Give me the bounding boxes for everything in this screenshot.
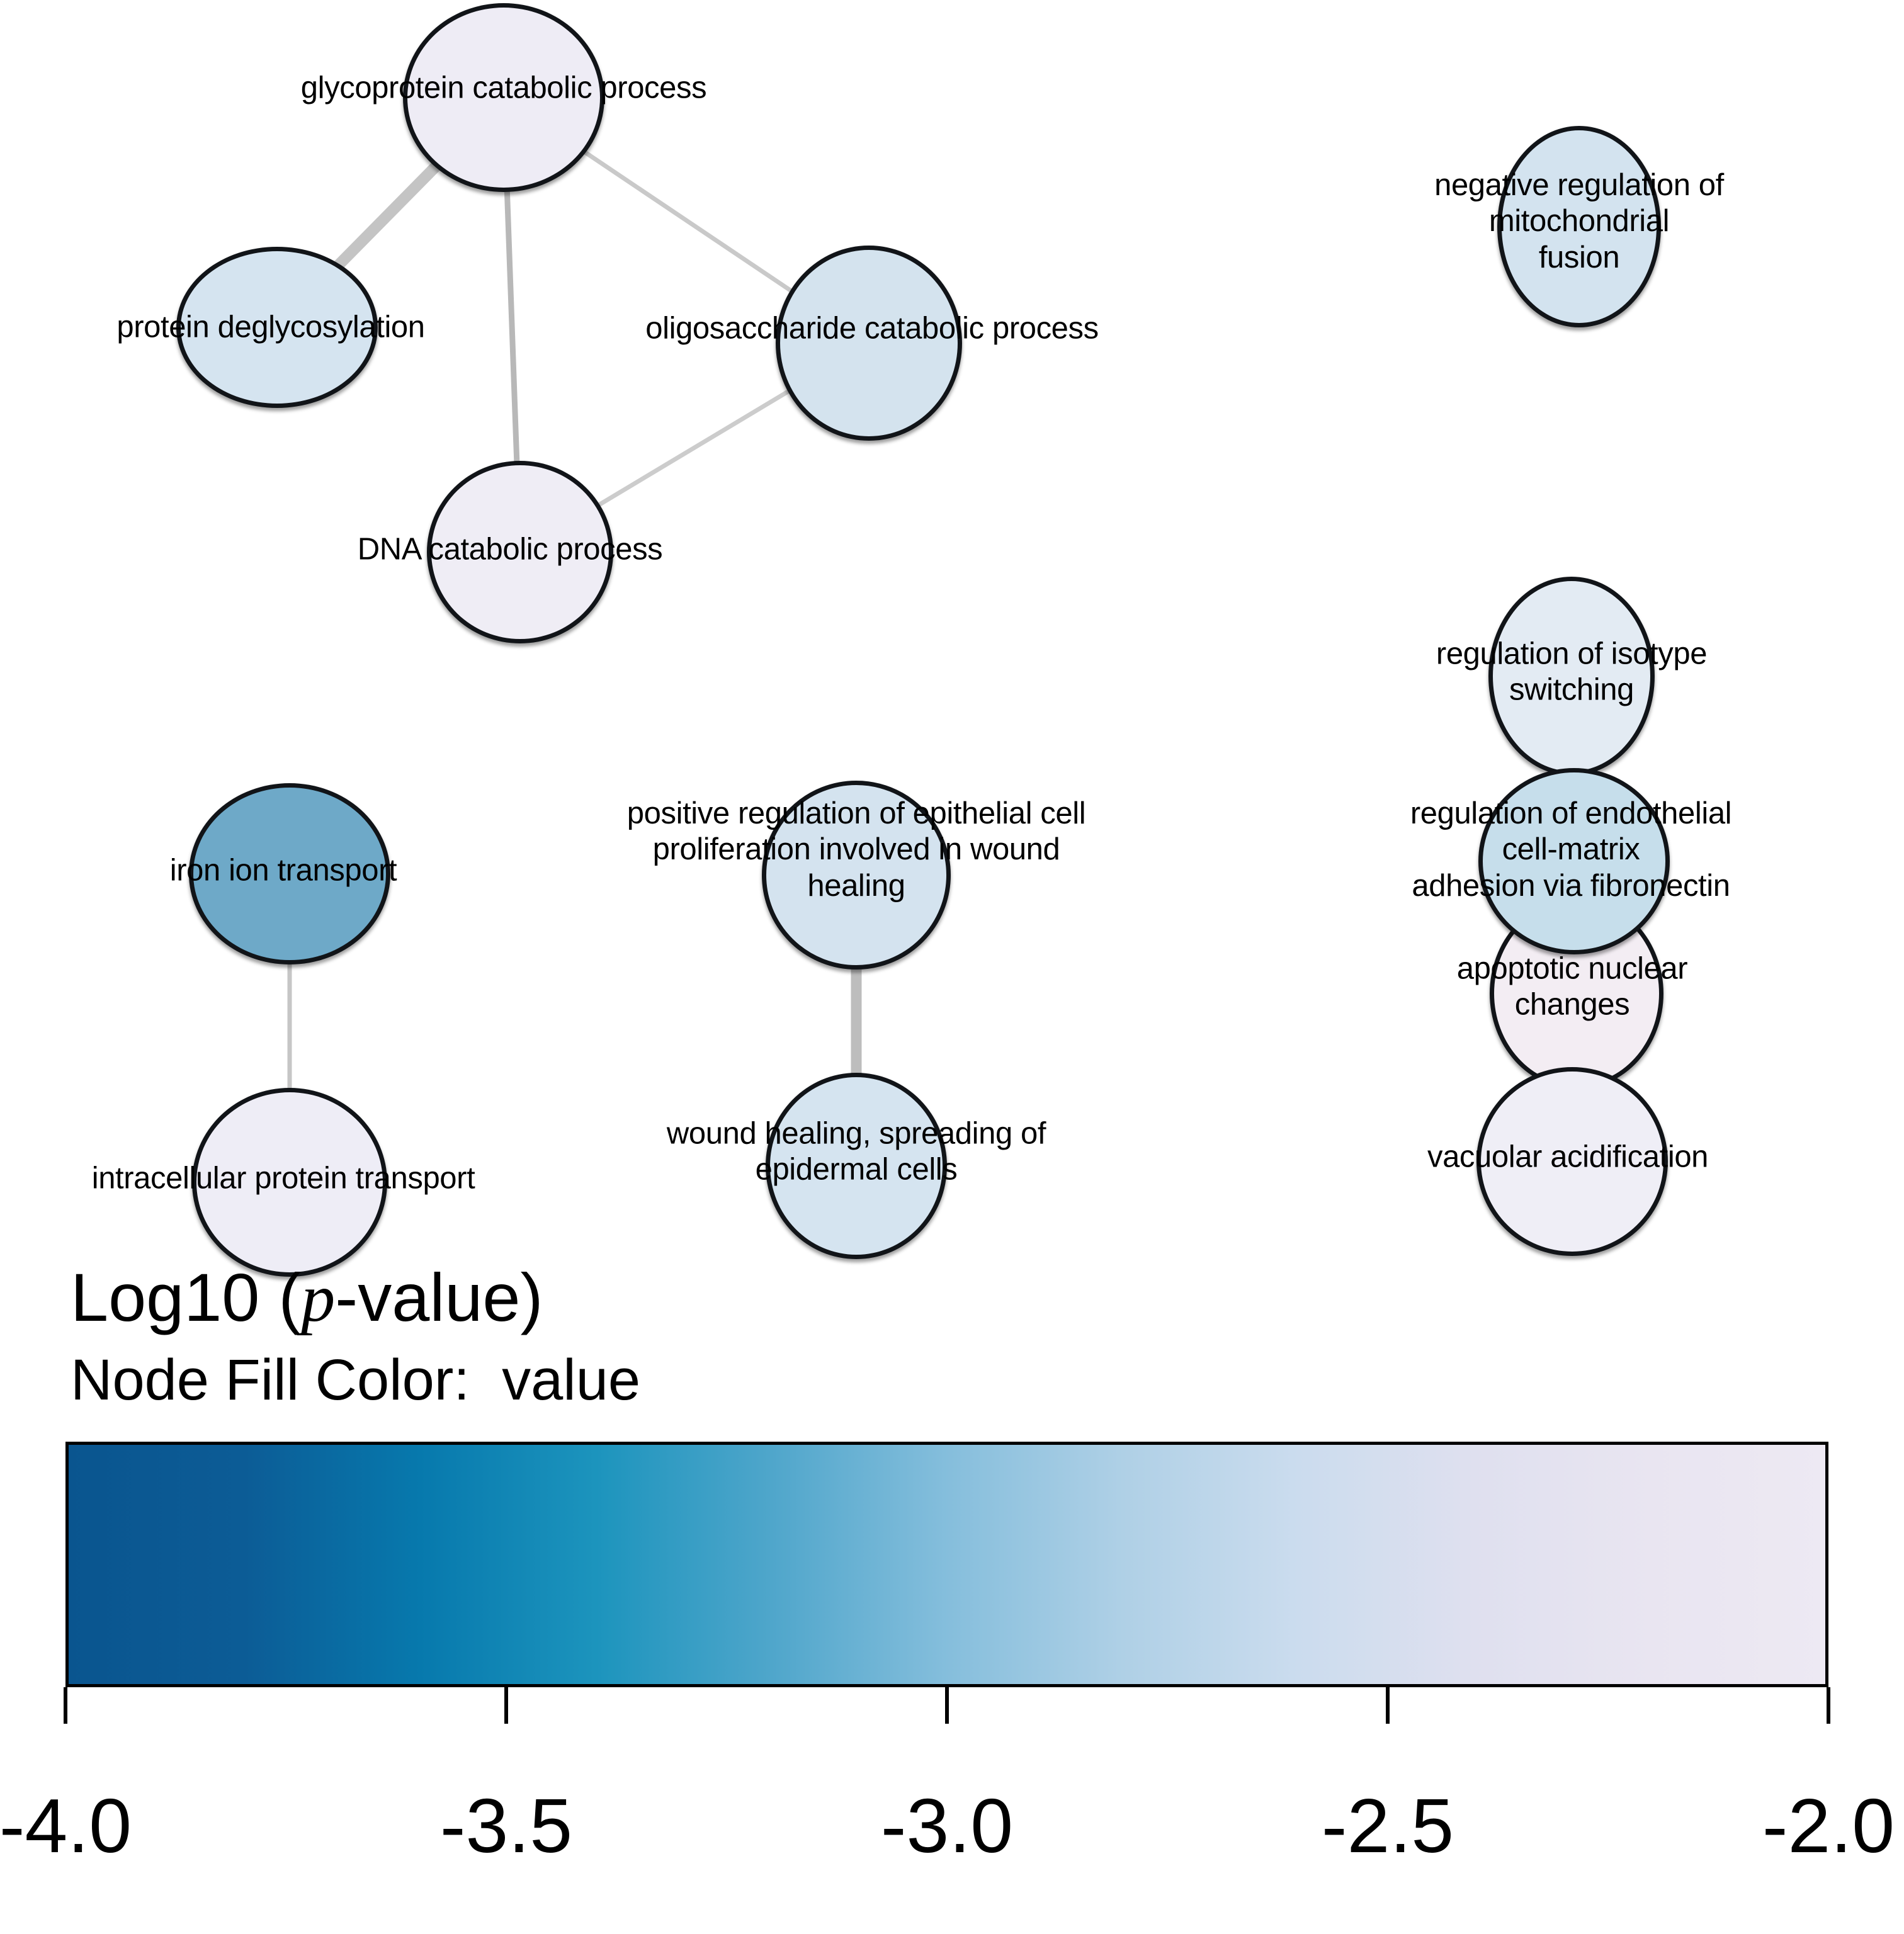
legend-subtitle: Node Fill Color: value <box>71 1348 641 1412</box>
axis-tick-label: -4.0 <box>0 1783 132 1869</box>
network-node-dna-catabolic-process[interactable] <box>427 461 613 643</box>
axis-tick <box>1827 1687 1830 1724</box>
network-node-regulation-of-isotype-switching[interactable] <box>1488 577 1655 776</box>
network-node-iron-ion-transport[interactable] <box>189 783 390 964</box>
color-scale-bar <box>65 1442 1828 1687</box>
axis-tick-label: -2.0 <box>1762 1783 1895 1869</box>
axis-tick-label: -2.5 <box>1321 1783 1454 1869</box>
network-node-positive-regulation-of-epithelial-cell-proliferation-wound-healing[interactable] <box>762 781 951 970</box>
axis-tick <box>1386 1687 1390 1724</box>
color-scale-axis: -4.0 -3.5 -3.0 -2.5 -2.0 <box>0 1687 1895 1895</box>
legend-title: Log10 (p-value) <box>71 1258 543 1338</box>
axis-tick-label: -3.0 <box>880 1783 1014 1869</box>
network-node-intracellular-protein-transport[interactable] <box>192 1088 387 1277</box>
network-node-vacuolar-acidification[interactable] <box>1476 1067 1668 1256</box>
legend-panel: Log10 (p-value) Node Fill Color: value -… <box>0 1234 1904 1934</box>
network-node-wound-healing-spreading-of-epidermal-cells[interactable] <box>766 1073 947 1259</box>
network-node-negative-regulation-of-mitochondrial-fusion[interactable] <box>1497 126 1661 327</box>
legend-title-prefix: Log10 ( <box>71 1259 302 1335</box>
network-node-protein-deglycosylation[interactable] <box>176 247 378 408</box>
network-node-glycoprotein-catabolic-process[interactable] <box>403 3 604 192</box>
axis-tick <box>945 1687 949 1724</box>
axis-tick <box>64 1687 67 1724</box>
legend-title-suffix: -value) <box>335 1259 543 1335</box>
network-node-regulation-of-endothelial-cell-matrix-adhesion-via-fibronectin[interactable] <box>1478 768 1670 954</box>
axis-tick-label: -3.5 <box>439 1783 573 1869</box>
legend-title-italic-p: p <box>301 1261 336 1336</box>
axis-tick <box>504 1687 508 1724</box>
network-node-oligosaccharide-catabolic-process[interactable] <box>776 246 962 441</box>
